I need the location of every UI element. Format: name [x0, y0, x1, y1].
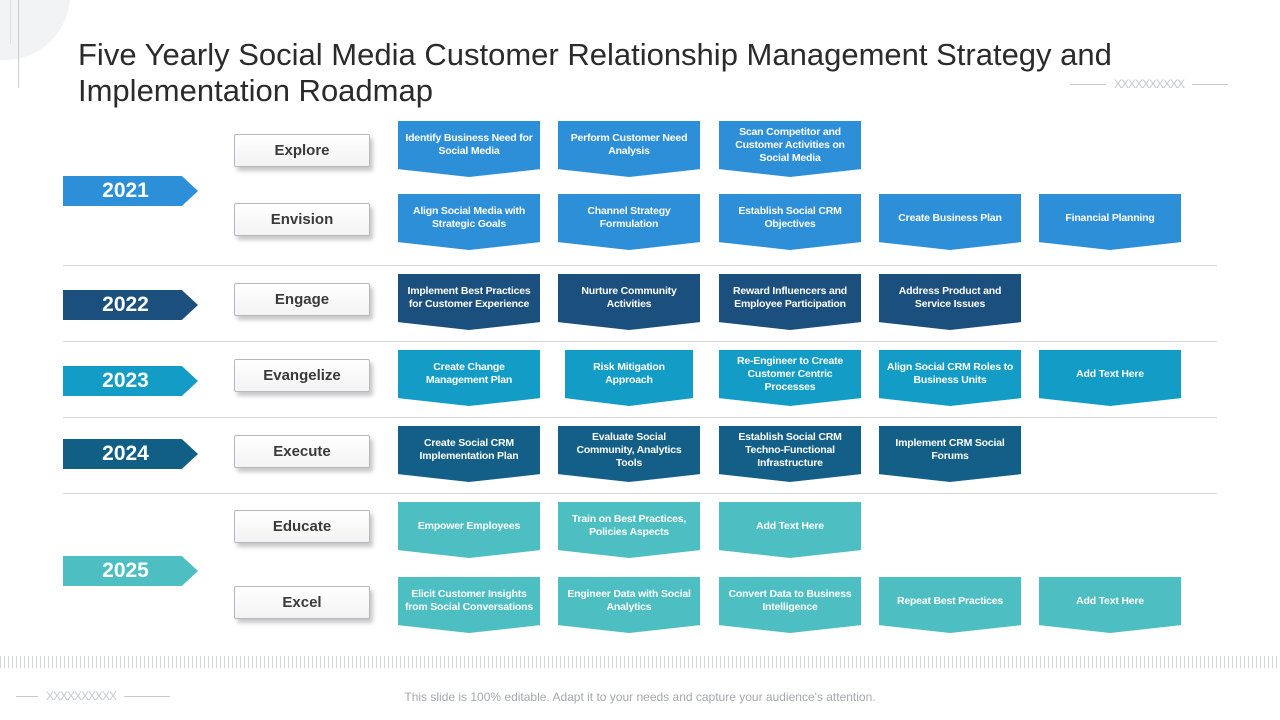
year-separator — [63, 417, 1217, 418]
stage-envision: Envision — [234, 203, 370, 236]
activity-card: Implement CRM Social Forums — [879, 426, 1021, 482]
accent-line-secondary — [10, 0, 11, 44]
activity-card: Implement Best Practices for Customer Ex… — [398, 274, 540, 330]
activity-card: Scan Competitor and Customer Activities … — [719, 121, 861, 177]
activity-card: Address Product and Service Issues — [879, 274, 1021, 330]
year-separator — [63, 493, 1217, 494]
activity-card: Elicit Customer Insights from Social Con… — [398, 577, 540, 633]
activity-card: Create Change Management Plan — [398, 350, 540, 406]
stage-explore: Explore — [234, 134, 370, 167]
stage-engage: Engage — [234, 283, 370, 316]
activity-card: Add Text Here — [719, 502, 861, 558]
activity-card: Establish Social CRM Techno-Functional I… — [719, 426, 861, 482]
stage-educate: Educate — [234, 510, 370, 543]
activity-card: Risk Mitigation Approach — [565, 350, 693, 406]
activity-card: Perform Customer Need Analysis — [558, 121, 700, 177]
footer-decoration: XXXXXXXXXX — [16, 689, 171, 703]
year-2024-marker: 2024 — [63, 439, 198, 469]
activity-card: Nurture Community Activities — [558, 274, 700, 330]
activity-card: Identify Business Need for Social Media — [398, 121, 540, 177]
accent-line — [18, 0, 19, 88]
activity-card: Align Social CRM Roles to Business Units — [879, 350, 1021, 406]
footer-stripe — [0, 656, 1280, 668]
activity-card: Convert Data to Business Intelligence — [719, 577, 861, 633]
activity-card: Train on Best Practices, Policies Aspect… — [558, 502, 700, 558]
year-2025-marker: 2025 — [63, 556, 198, 586]
title-decoration: XXXXXXXXXX — [1070, 77, 1229, 91]
activity-card: Engineer Data with Social Analytics — [558, 577, 700, 633]
activity-card: Evaluate Social Community, Analytics Too… — [558, 426, 700, 482]
activity-card: Add Text Here — [1039, 350, 1181, 406]
activity-card: Re-Engineer to Create Customer Centric P… — [719, 350, 861, 406]
activity-card: Establish Social CRM Objectives — [719, 194, 861, 250]
activity-card: Align Social Media with Strategic Goals — [398, 194, 540, 250]
stage-execute: Execute — [234, 435, 370, 468]
activity-card: Create Business Plan — [879, 194, 1021, 250]
year-2023-marker: 2023 — [63, 366, 198, 396]
year-2022-marker: 2022 — [63, 290, 198, 320]
activity-card: Repeat Best Practices — [879, 577, 1021, 633]
stage-excel: Excel — [234, 586, 370, 619]
year-separator — [63, 265, 1217, 266]
activity-card: Channel Strategy Formulation — [558, 194, 700, 250]
page-title: Five Yearly Social Media Customer Relati… — [78, 36, 1112, 108]
activity-card: Empower Employees — [398, 502, 540, 558]
activity-card: Add Text Here — [1039, 577, 1181, 633]
year-2021-marker: 2021 — [63, 176, 198, 206]
activity-card: Reward Influencers and Employee Particip… — [719, 274, 861, 330]
activity-card: Create Social CRM Implementation Plan — [398, 426, 540, 482]
year-separator — [63, 341, 1217, 342]
activity-card: Financial Planning — [1039, 194, 1181, 250]
stage-evangelize: Evangelize — [234, 359, 370, 392]
footer-text: This slide is 100% editable. Adapt it to… — [404, 690, 876, 704]
